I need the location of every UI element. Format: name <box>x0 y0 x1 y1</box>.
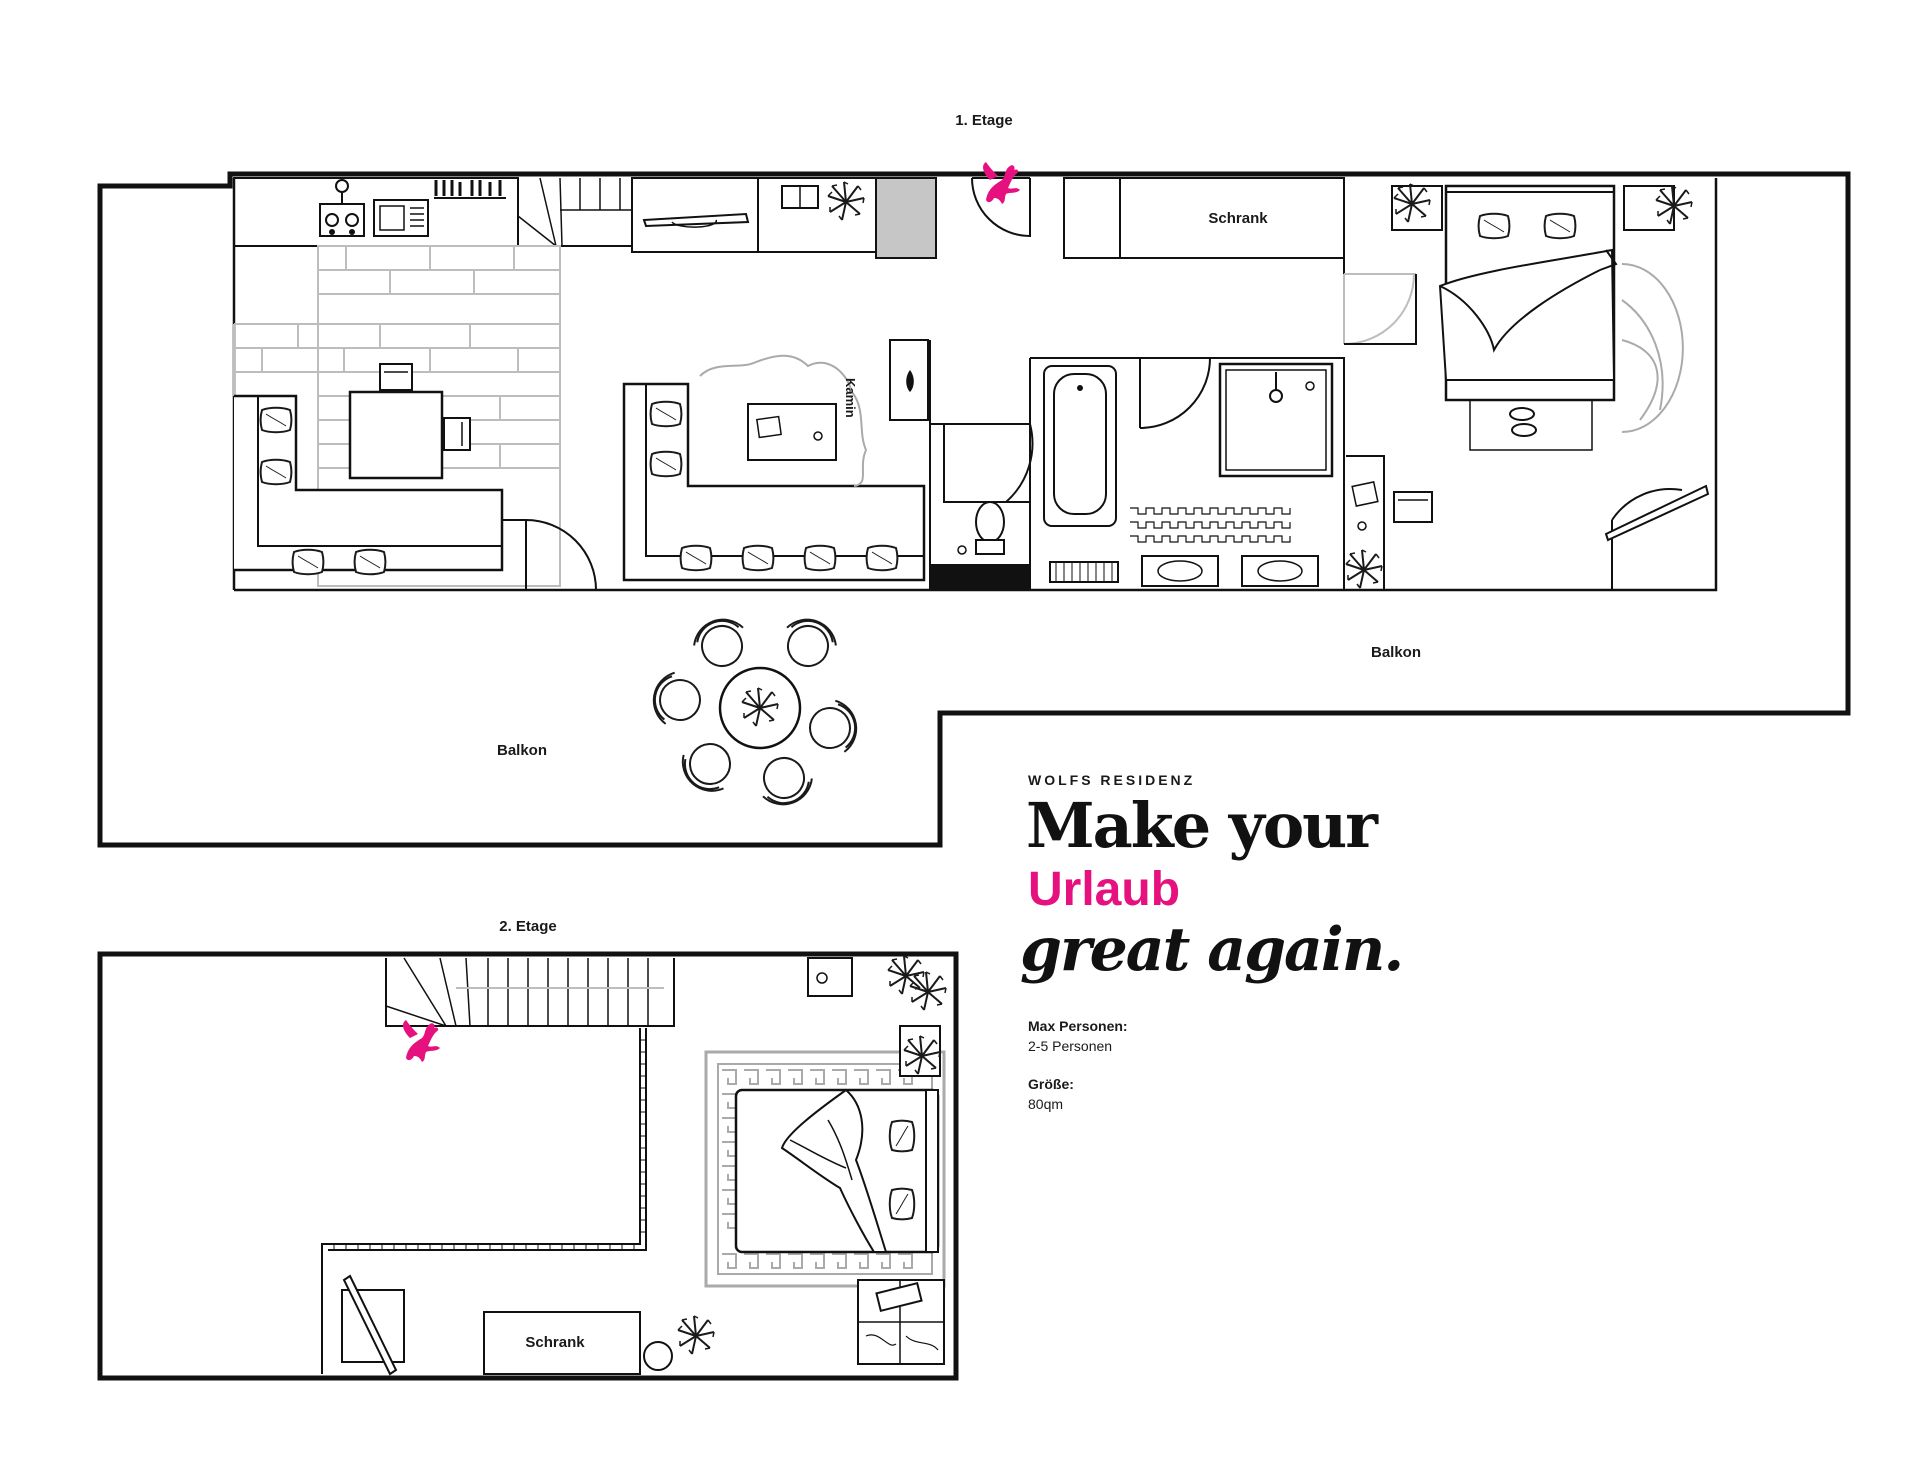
wardrobe-bottom <box>483 1311 641 1375</box>
room-label-kamin: Kamin <box>843 378 858 418</box>
floor1-inner-wall <box>234 178 1718 592</box>
brand-name: WOLFS RESIDENZ <box>1028 772 1196 788</box>
rug-floor2 <box>704 1050 946 1288</box>
room-label-balkon-left: Balkon <box>496 742 547 759</box>
size-value: 80qm <box>1028 1096 1064 1112</box>
floor1-outer-wall <box>97 171 1851 848</box>
pegasus-logo-icon <box>983 162 1020 204</box>
floor2-outer-wall <box>97 951 959 1381</box>
room-label-schrank-top: Schrank <box>1208 210 1268 227</box>
bath-mat <box>1130 507 1291 543</box>
toilet <box>975 501 1005 543</box>
slogan-line-1: Make your <box>1026 789 1378 862</box>
sofa-middle <box>622 382 926 582</box>
size-label: Größe: <box>1028 1076 1074 1092</box>
bathtub <box>1043 365 1117 527</box>
room-label-balkon-right: Balkon <box>1370 644 1421 661</box>
floor2-label: 2. Etage <box>499 918 557 935</box>
persons-label: Max Personen: <box>1028 1018 1128 1034</box>
dining-table <box>348 390 444 480</box>
floor1-label: 1. Etage <box>955 112 1013 129</box>
persons-value: 2-5 Personen <box>1028 1038 1113 1054</box>
slogan-line-2: Urlaub <box>1028 863 1181 916</box>
sofa-left <box>234 394 504 572</box>
slogan-line-3: great again. <box>1020 915 1404 985</box>
room-label-schrank-bottom: Schrank <box>525 1334 585 1351</box>
rug <box>699 354 868 487</box>
